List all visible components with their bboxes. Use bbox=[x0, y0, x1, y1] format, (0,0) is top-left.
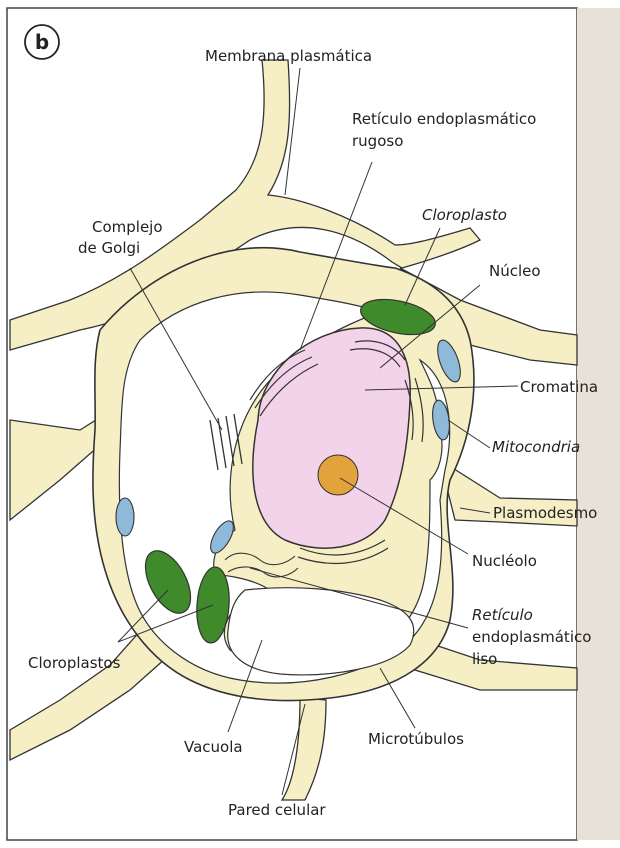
label-golgi-1: Complejo bbox=[92, 218, 163, 236]
label-cloroplasto: Cloroplasto bbox=[422, 206, 507, 224]
label-pared: Pared celular bbox=[228, 801, 326, 819]
nucleolus bbox=[318, 455, 358, 495]
label-rel-2: endoplasmático bbox=[472, 628, 591, 646]
label-mitocondria: Mitocondria bbox=[492, 438, 580, 456]
label-cloroplastos: Cloroplastos bbox=[28, 654, 121, 672]
label-nucleo: Núcleo bbox=[489, 262, 541, 280]
label-microtubulos: Microtúbulos bbox=[368, 730, 464, 748]
page-edge-strip bbox=[577, 8, 620, 840]
label-plasmodesmo: Plasmodesmo bbox=[493, 504, 597, 522]
label-membrana: Membrana plasmática bbox=[205, 47, 372, 65]
label-golgi-2: de Golgi bbox=[78, 239, 140, 257]
label-vacuola: Vacuola bbox=[184, 738, 243, 756]
label-rel-3: liso bbox=[472, 650, 497, 668]
label-nucleolo: Nucléolo bbox=[472, 552, 537, 570]
label-rer-2: rugoso bbox=[352, 132, 403, 150]
label-rer-1: Retículo endoplasmático bbox=[352, 110, 536, 128]
label-cromatina: Cromatina bbox=[520, 378, 598, 396]
panel-badge: b bbox=[25, 25, 59, 59]
label-rel-1: Retículo bbox=[472, 606, 533, 624]
panel-letter: b bbox=[35, 30, 49, 54]
